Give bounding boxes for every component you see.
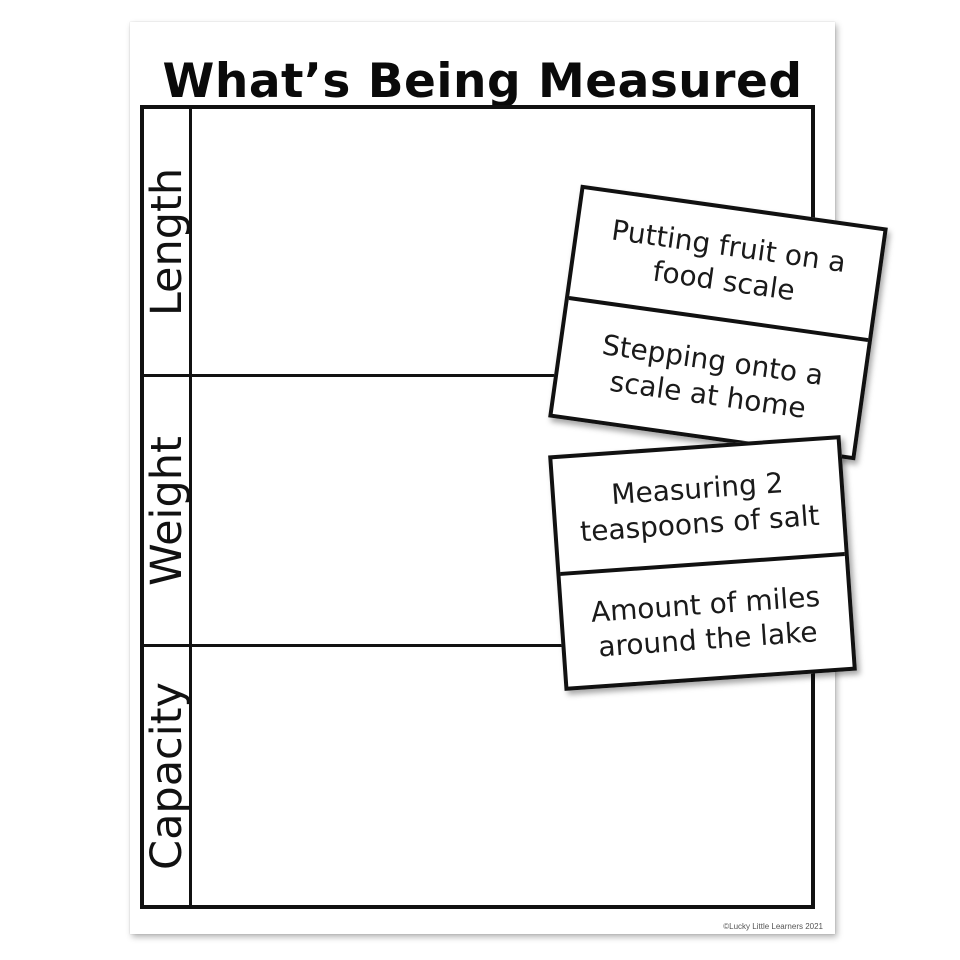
row-label-weight-text: Weight bbox=[142, 435, 192, 586]
row-label-length-text: Length bbox=[142, 167, 193, 316]
card-item-text: Amount of miles around the lake bbox=[589, 579, 821, 663]
sort-card-1[interactable]: Putting fruit on a food scale Stepping o… bbox=[548, 184, 888, 461]
card-item-teaspoons-salt[interactable]: Measuring 2 teaspoons of salt bbox=[553, 445, 844, 567]
card-item-text: Stepping onto a scale at home bbox=[600, 327, 826, 425]
card-item-text: Putting fruit on a food scale bbox=[609, 213, 848, 308]
card-item-miles-lake[interactable]: Amount of miles around the lake bbox=[561, 559, 853, 684]
row-divider-2 bbox=[144, 644, 811, 647]
card-item-text: Measuring 2 teaspoons of salt bbox=[579, 466, 821, 549]
row-label-capacity: Capacity bbox=[142, 647, 193, 905]
sort-card-2[interactable]: Measuring 2 teaspoons of salt Amount of … bbox=[548, 435, 857, 691]
capacity-drop-zone[interactable] bbox=[192, 647, 811, 905]
row-label-capacity-text: Capacity bbox=[142, 682, 193, 870]
row-label-weight: Weight bbox=[142, 377, 192, 644]
copyright-text: ©Lucky Little Learners 2021 bbox=[723, 922, 823, 931]
row-divider-1 bbox=[144, 374, 811, 377]
worksheet-title: What’s Being Measured bbox=[162, 54, 803, 109]
label-column-divider bbox=[189, 109, 192, 905]
row-label-length: Length bbox=[142, 109, 193, 374]
